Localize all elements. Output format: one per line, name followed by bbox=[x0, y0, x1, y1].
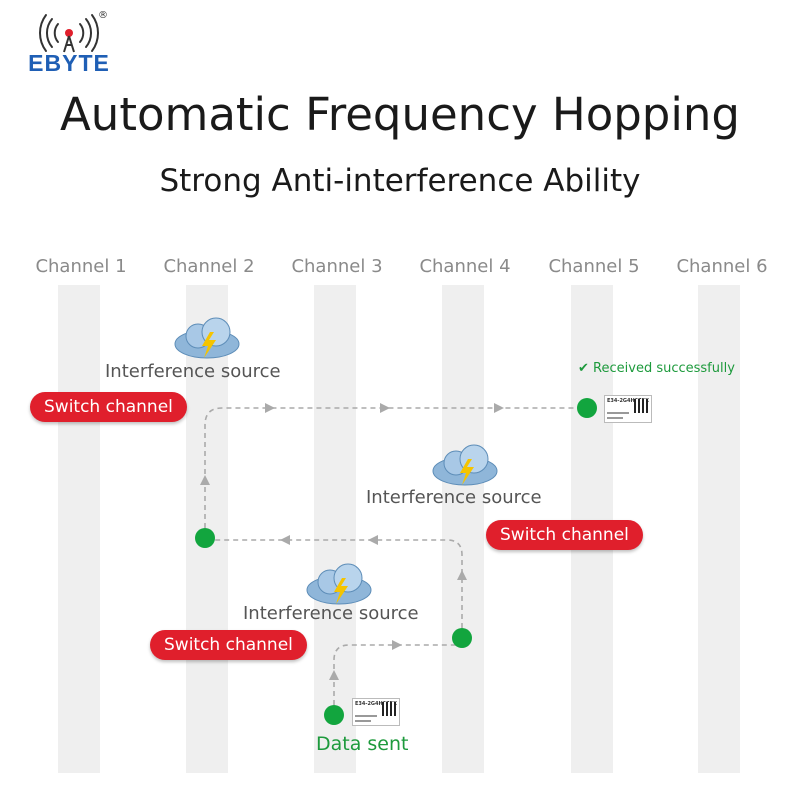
interference-label-1: Interference source bbox=[105, 361, 281, 382]
qr-code-icon bbox=[634, 399, 648, 413]
thunder-cloud-icon bbox=[174, 317, 240, 359]
path-segment-1 bbox=[333, 644, 460, 705]
node-received bbox=[577, 398, 597, 418]
thunder-cloud-icon bbox=[432, 444, 498, 486]
page-subtitle: Strong Anti-interference Ability bbox=[159, 163, 641, 199]
switch-channel-badge-2: Switch channel bbox=[486, 520, 643, 550]
brand-logo: ® EBYTE bbox=[14, 10, 124, 76]
channel-lane-1 bbox=[58, 285, 100, 773]
page-title: Automatic Frequency Hopping bbox=[60, 88, 740, 141]
switch-channel-badge-1: Switch channel bbox=[30, 392, 187, 422]
received-label: Received successfully bbox=[593, 361, 735, 376]
channel-lane-3 bbox=[314, 285, 356, 773]
channel-label-4: Channel 4 bbox=[419, 256, 511, 277]
channel-lane-4 bbox=[442, 285, 484, 773]
path-segment-3 bbox=[204, 407, 580, 528]
rf-module-icon: E34-2G4H27EX bbox=[352, 698, 400, 726]
module-label: E34-2G4H27EX bbox=[355, 701, 397, 707]
interference-label-3: Interference source bbox=[243, 603, 419, 624]
module-label: E34-2G4H27EX bbox=[607, 398, 649, 404]
node-data-sent bbox=[324, 705, 344, 725]
received-status: ✔ Received successfully bbox=[578, 361, 735, 376]
channel-label-5: Channel 5 bbox=[548, 256, 640, 277]
rf-module-icon: E34-2G4H27EX bbox=[604, 395, 652, 423]
channel-label-1: Channel 1 bbox=[35, 256, 127, 277]
channel-lane-6 bbox=[698, 285, 740, 773]
qr-code-icon bbox=[382, 702, 396, 716]
registered-mark: ® bbox=[98, 10, 108, 21]
channel-label-2: Channel 2 bbox=[163, 256, 255, 277]
path-segment-2 bbox=[215, 539, 463, 628]
channel-label-6: Channel 6 bbox=[676, 256, 768, 277]
brand-name: EBYTE bbox=[28, 50, 110, 76]
check-icon: ✔ bbox=[578, 361, 589, 376]
signal-tower-icon bbox=[39, 14, 99, 53]
switch-channel-badge-3: Switch channel bbox=[150, 630, 307, 660]
thunder-cloud-icon bbox=[306, 563, 372, 605]
node-hop-1 bbox=[452, 628, 472, 648]
channel-label-3: Channel 3 bbox=[291, 256, 383, 277]
node-hop-2 bbox=[195, 528, 215, 548]
data-sent-label: Data sent bbox=[316, 733, 409, 755]
interference-label-2: Interference source bbox=[366, 487, 542, 508]
